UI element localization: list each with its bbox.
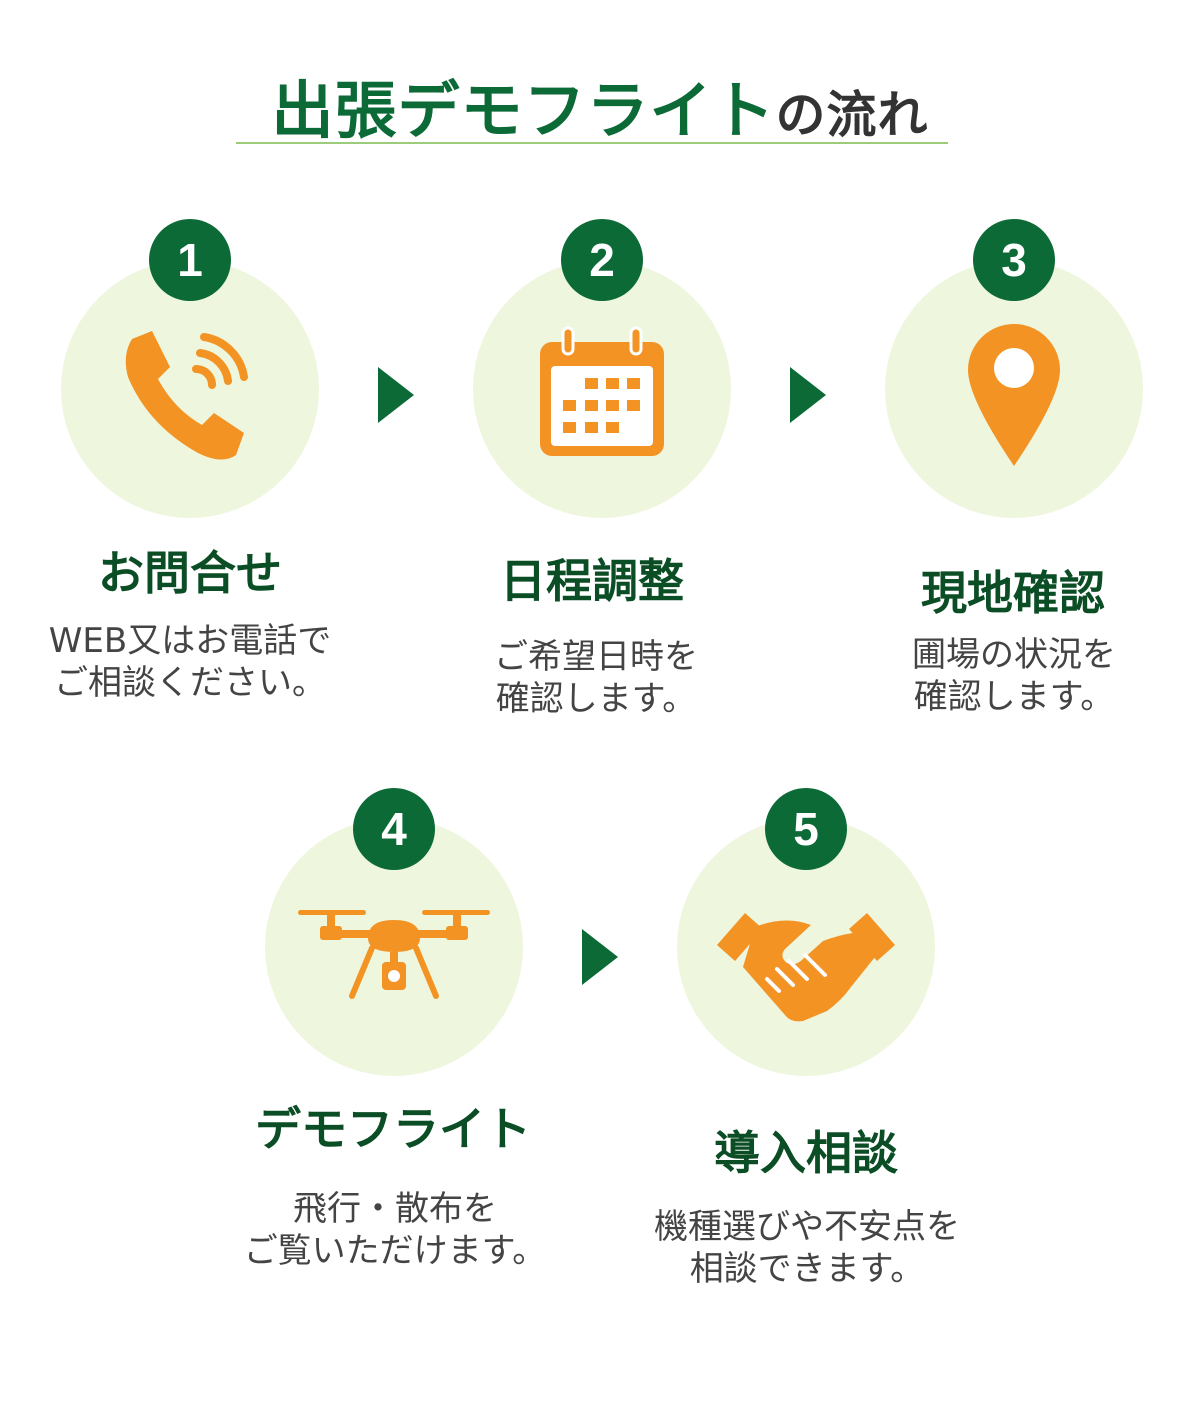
title-main: 出張デモフライト [271,74,776,147]
step-5-number-badge: 5 [765,788,847,870]
step-2-description: ご希望日時を確認します。 [494,637,698,719]
drone-icon [298,910,490,999]
handshake-icon [717,913,895,1022]
step-1-circle [61,260,319,518]
step-2-title: 日程調整 [500,554,684,608]
step-2-number-badge: 2 [561,219,643,301]
step-4-description: 飛行・散布をご覧いただけます。 [243,1189,547,1271]
arrow-right-icon [378,367,414,423]
map-pin-icon [968,324,1060,466]
step-1-title: お問合せ [98,546,282,600]
step-4-number-badge: 4 [353,788,435,870]
step-4-title: デモフライト [255,1102,531,1156]
title-underline [236,142,948,144]
step-3-description: 圃場の状況を確認します。 [912,635,1116,717]
phone-icon [125,331,248,460]
title-suffix: の流れ [775,86,929,144]
arrow-right-icon [582,929,618,985]
page-title: 出張デモフライトの流れ [0,60,1200,150]
calendar-icon [540,326,664,456]
arrow-right-icon [790,367,826,423]
step-3-title: 現地確認 [921,566,1105,620]
step-5-description: 機種選びや不安点を相談できます。 [654,1207,960,1289]
step-3-number-badge: 3 [973,219,1055,301]
step-5-title: 導入相談 [714,1126,898,1180]
step-1-description: WEB又はお電話でご相談ください。 [48,621,332,703]
step-1-number-badge: 1 [149,219,231,301]
